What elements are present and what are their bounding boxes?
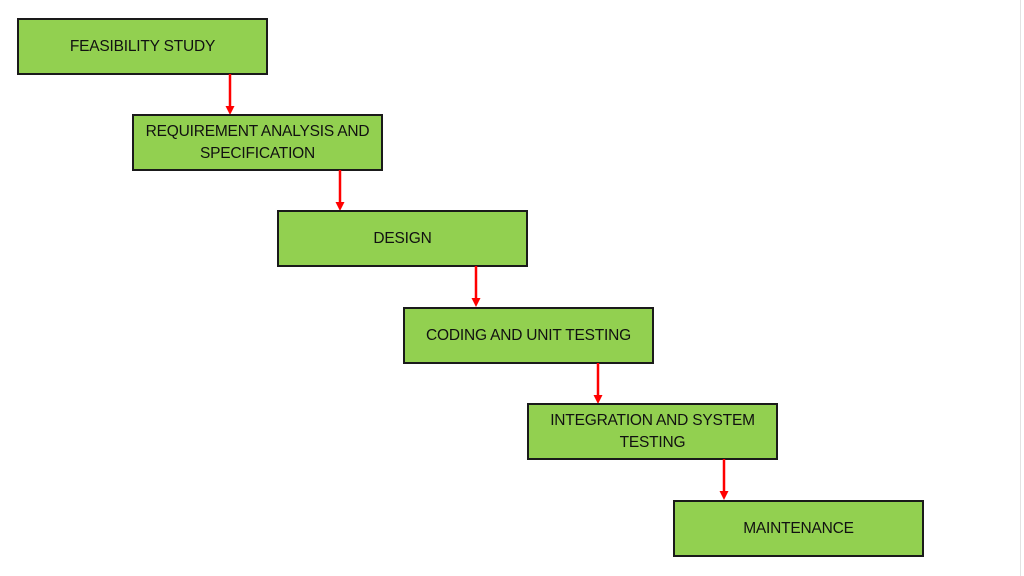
stage-label: DESIGN (373, 229, 432, 247)
arrow-down-icon (593, 363, 603, 404)
stage-feasibility-study: FEASIBILITY STUDY (17, 18, 268, 75)
stage-label: CODING AND UNIT TESTING (426, 326, 631, 344)
arrow-down-icon (225, 74, 235, 115)
stage-label: MAINTENANCE (743, 519, 854, 537)
stage-coding-and-unit-testing: CODING AND UNIT TESTING (403, 307, 654, 364)
stage-label: FEASIBILITY STUDY (69, 37, 216, 55)
divider (1020, 0, 1021, 576)
stage-label: INTEGRATION AND SYSTEM TESTING (550, 411, 755, 451)
arrow-down-icon (719, 459, 729, 500)
stage-integration-and-system-testing: INTEGRATION AND SYSTEM TESTING (527, 403, 778, 460)
stage-design: DESIGN (277, 210, 528, 267)
stage-label: REQUIREMENT ANALYSIS AND SPECIFICATION (145, 122, 370, 162)
stage-maintenance: MAINTENANCE (673, 500, 924, 557)
arrow-down-icon (335, 170, 345, 211)
stage-requirement-analysis: REQUIREMENT ANALYSIS AND SPECIFICATION (132, 114, 383, 171)
arrow-down-icon (471, 266, 481, 307)
